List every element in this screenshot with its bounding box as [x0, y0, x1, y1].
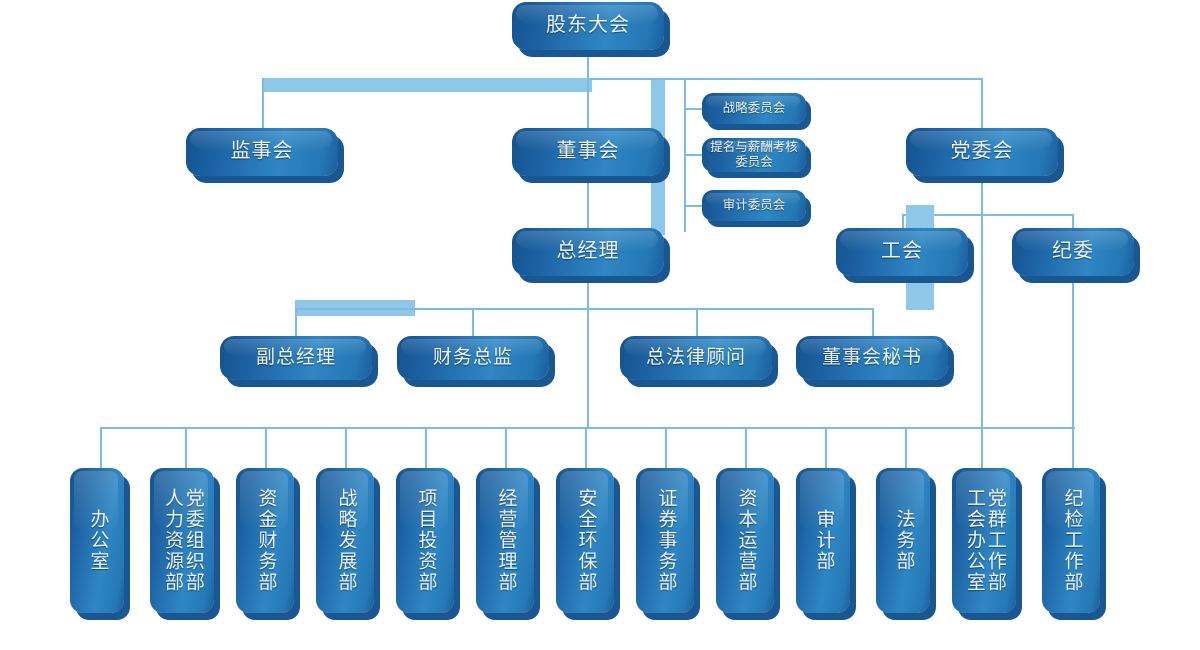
- node-general-counsel[interactable]: 总法律顾问: [620, 336, 772, 380]
- connector-drop-cfo: [472, 308, 474, 336]
- node-general-manager[interactable]: 总经理: [512, 228, 664, 276]
- connector-staff-rail: [295, 308, 873, 310]
- node-discipline-committee[interactable]: 纪委: [1012, 228, 1134, 276]
- node-board-secretary[interactable]: 董事会秘书: [796, 336, 948, 380]
- node-label-line-1: 党委组织部: [182, 488, 204, 593]
- node-committee-nomination-remuneration[interactable]: 提名与薪酬考核 委员会: [702, 138, 806, 172]
- node-label-line-1: 党群工作部: [984, 488, 1006, 593]
- node-department-party-org-hr[interactable]: 党委组织部 人力资源部: [150, 468, 214, 613]
- node-label-line-2: 委员会: [735, 155, 773, 169]
- connector-committee-branch-1: [684, 108, 702, 110]
- connector-drop-counsel: [696, 308, 698, 336]
- connector-shareholders-stem: [587, 50, 589, 78]
- connector-committee-spine: [684, 80, 686, 232]
- node-shareholders-meeting[interactable]: 股东大会: [512, 2, 664, 50]
- node-label: 工会: [881, 240, 923, 263]
- node-label: 副总经理: [255, 346, 336, 368]
- node-label: 经营管理部: [495, 488, 517, 593]
- node-label: 安全环保部: [575, 488, 597, 593]
- connector-drop-dept-11: [905, 427, 907, 470]
- connector-drop-dept-3: [265, 427, 267, 470]
- connector-drop-directors: [587, 78, 589, 128]
- node-label: 资金财务部: [255, 488, 277, 593]
- node-deputy-general-manager[interactable]: 副总经理: [220, 336, 372, 380]
- node-label: 纪检工作部: [1061, 488, 1083, 593]
- node-board-of-supervisors[interactable]: 监事会: [186, 128, 338, 176]
- connector-drop-dept-1: [100, 427, 102, 470]
- connector-drop-supervisors: [262, 78, 264, 128]
- node-label-line-2: 人力资源部: [162, 488, 183, 593]
- node-label-line-1: 提名与薪酬考核: [710, 140, 798, 155]
- node-label: 战略委员会: [722, 101, 786, 116]
- node-label: 法务部: [893, 509, 915, 572]
- node-department-safety-environment[interactable]: 安全环保部: [556, 468, 614, 613]
- connector-drop-dept-2: [185, 427, 187, 470]
- node-label: 办公室: [87, 509, 109, 572]
- node-label: 董事会秘书: [821, 346, 922, 368]
- node-label: 证券事务部: [655, 488, 677, 593]
- connector-drop-dept-6: [505, 427, 507, 470]
- node-label: 纪委: [1052, 240, 1094, 263]
- connector-drop-union: [902, 214, 904, 234]
- node-label: 党委会: [950, 140, 1014, 163]
- node-label: 总法律顾问: [645, 346, 746, 368]
- connector-gm-stem: [587, 280, 589, 308]
- connector-drop-dept-8: [665, 427, 667, 470]
- node-label: 审计委员会: [722, 198, 786, 213]
- connector-gm-to-departments: [587, 308, 589, 427]
- node-department-capital-operations[interactable]: 资本运营部: [716, 468, 774, 613]
- node-department-party-mass-union-office[interactable]: 党群工作部 工会办公室: [952, 468, 1016, 613]
- node-department-audit[interactable]: 审计部: [796, 468, 850, 613]
- node-label: 审计部: [813, 509, 835, 572]
- connector-committee-branch-3: [684, 205, 702, 207]
- connector-drop-dept-10: [825, 427, 827, 470]
- connector-drop-party: [981, 78, 983, 128]
- node-board-of-directors[interactable]: 董事会: [512, 128, 664, 176]
- node-department-securities-affairs[interactable]: 证券事务部: [636, 468, 694, 613]
- connector-union-stem: [981, 214, 983, 470]
- connector-department-rail: [100, 427, 1075, 429]
- connector-drop-deputy-gm: [295, 308, 297, 336]
- node-labor-union[interactable]: 工会: [836, 228, 968, 276]
- connector-drop-dept-4: [345, 427, 347, 470]
- node-label: 项目投资部: [415, 488, 437, 593]
- connector-drop-discipline: [1072, 214, 1074, 234]
- node-label: 董事会: [556, 140, 620, 163]
- node-department-office[interactable]: 办公室: [70, 468, 124, 613]
- connector-committee-branch-2: [684, 154, 702, 156]
- connector-discipline-stem: [1072, 280, 1074, 470]
- node-label: 资本运营部: [735, 488, 757, 593]
- connector-drop-dept-7: [585, 427, 587, 470]
- node-department-legal-affairs[interactable]: 法务部: [876, 468, 930, 613]
- node-label: 总经理: [556, 240, 620, 263]
- node-department-strategy-development[interactable]: 战略发展部: [316, 468, 374, 613]
- node-committee-audit[interactable]: 审计委员会: [702, 190, 806, 221]
- connector-party-rail: [902, 214, 1073, 216]
- node-department-finance[interactable]: 资金财务部: [236, 468, 294, 613]
- connector-directors-to-gm: [587, 182, 589, 228]
- node-label: 财务总监: [432, 346, 513, 368]
- connector-drop-dept-5: [425, 427, 427, 470]
- node-committee-strategy[interactable]: 战略委员会: [702, 93, 806, 124]
- node-label: 股东大会: [546, 14, 630, 37]
- connector-drop-secretary: [872, 308, 874, 336]
- node-department-operations-management[interactable]: 经营管理部: [476, 468, 534, 613]
- connector-drop-dept-9: [745, 427, 747, 470]
- node-label-line-2: 工会办公室: [964, 488, 985, 593]
- node-label: 战略发展部: [335, 488, 357, 593]
- connector-party-stem: [981, 182, 983, 214]
- node-cfo[interactable]: 财务总监: [397, 336, 549, 380]
- node-party-committee[interactable]: 党委会: [906, 128, 1058, 176]
- connector-rail-level2-right: [588, 78, 982, 80]
- node-label: 监事会: [230, 140, 294, 163]
- connector-bar-level2: [262, 78, 592, 92]
- node-department-discipline-inspection[interactable]: 纪检工作部: [1042, 468, 1100, 613]
- node-department-project-investment[interactable]: 项目投资部: [396, 468, 454, 613]
